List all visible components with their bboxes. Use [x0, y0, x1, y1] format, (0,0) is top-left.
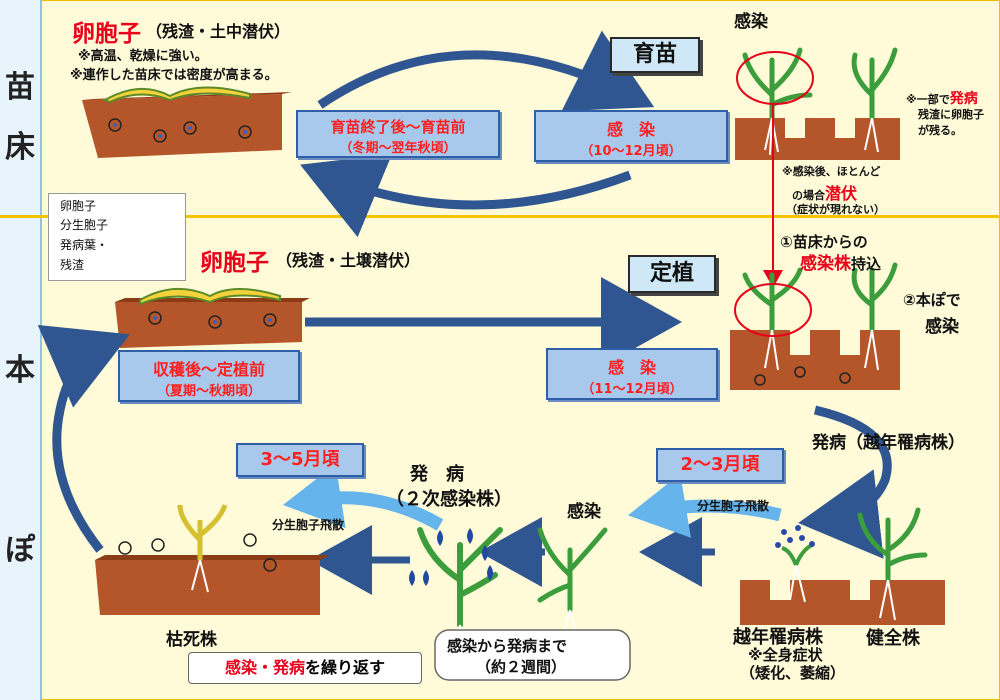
arrow-overwinter — [798, 405, 892, 559]
nursery-period-line1: 育苗終了後～育苗前 — [330, 118, 466, 136]
stage-ikubyo: 育苗 — [610, 37, 700, 73]
secondary-plant — [409, 527, 503, 661]
honpo-infect-line1: ②本ぽで — [903, 291, 961, 309]
harvest-period-box: 収穫後～定植前 （夏期～秋期頃） — [118, 350, 300, 402]
mid-infection-label: 感染 — [567, 502, 601, 522]
dispersal-arrow-right — [627, 473, 782, 538]
nursery-infect-line1: 感 染 — [606, 120, 655, 139]
nursery-side-note-line2: 残渣に卵胞子 — [918, 108, 984, 121]
side-note-pre: ※一部で — [906, 93, 950, 106]
field-label-bg — [0, 218, 42, 700]
field-infect-line1: 感 染 — [607, 358, 656, 377]
field-infect-box: 感 染 （11～12月頃） — [546, 348, 718, 400]
nursery-seedbed — [735, 47, 900, 160]
nursery-note-1: ※高温、乾燥に強い。 — [78, 49, 208, 64]
nursery-side-note-line1: ※一部で発病 — [906, 88, 978, 108]
legend-label-oospore: 卵胞子 — [60, 199, 97, 213]
repeat-post: を繰り返す — [305, 658, 386, 677]
nursery-side-note-line3: が残る。 — [918, 124, 962, 137]
dispersal-label-right: 分生胞子飛散 — [697, 499, 770, 513]
overwinter-onset-label: 発病（越年罹病株） — [812, 433, 965, 453]
dispersal-label-left: 分生胞子飛散 — [272, 518, 345, 532]
field-soil-residue — [115, 287, 310, 348]
latent-note-pre: の場合 — [792, 189, 825, 202]
withered-plant — [95, 504, 330, 615]
systemic-line2: （矮化、萎縮） — [740, 664, 846, 682]
field-spore-title: 卵胞子 — [200, 250, 269, 276]
nursery-soil-residue — [82, 86, 292, 158]
nursery-infect-box: 感 染 （10～12月頃） — [534, 110, 728, 162]
month-box-3-5: 3～5月頃 — [236, 443, 364, 477]
latent-note-2: の場合潜伏 — [792, 180, 857, 204]
transfer-post: 持込 — [851, 255, 882, 273]
infected-plant-middle — [537, 527, 608, 643]
nursery-period-line2: （冬期～翌年秋頃） — [339, 141, 457, 156]
field-spore-sub: （残渣・土壌潜伏） — [276, 251, 421, 270]
harvest-period-line1: 収穫後～定植前 — [152, 360, 265, 379]
stage-teishoku: 定植 — [628, 255, 716, 293]
dispersal-arrow-left — [282, 463, 444, 531]
overwinter-plant-label: 越年罹病株 — [733, 627, 823, 648]
period-line2: （約２週間） — [476, 658, 567, 676]
latent-note-red: 潜伏 — [825, 184, 858, 203]
section-divider — [0, 215, 1000, 218]
cycle-arrow-bottom — [300, 154, 632, 238]
nursery-label-char2: 床 — [5, 130, 35, 165]
secondary-onset-line1: 発 病 — [410, 464, 464, 485]
legend-label-residue-b: 残渣 — [60, 258, 85, 272]
nursery-period-box: 育苗終了後～育苗前 （冬期～翌年秋頃） — [296, 110, 500, 158]
cycle-arrow-top — [317, 30, 655, 112]
nursery-label-bg — [0, 0, 42, 215]
latent-note-3: （症状が現れない） — [786, 203, 885, 216]
transfer-line1: ①苗床からの — [780, 233, 868, 251]
systemic-line1: ※全身症状 — [748, 646, 823, 664]
repeat-red: 感染・発病 — [224, 658, 305, 677]
month-box-2-3: 2～3月頃 — [656, 448, 784, 482]
arrow-return-up — [37, 324, 130, 553]
latent-note-1: ※感染後、ほとんど — [782, 165, 881, 178]
legend-label-conidia: 分生胞子 — [60, 218, 109, 232]
legend-box — [48, 193, 186, 281]
period-line1: 感染から発病まで — [447, 637, 568, 655]
dead-plant-label: 枯死株 — [166, 630, 217, 650]
secondary-onset-line2: （２次感染株） — [386, 489, 512, 510]
field-label-char1: 本 — [5, 353, 35, 388]
side-note-red: 発病 — [949, 91, 978, 107]
healthy-plant-label: 健全株 — [866, 628, 920, 649]
field-planted — [730, 262, 900, 390]
nursery-infection-label: 感染 — [734, 12, 768, 32]
period-box — [434, 629, 631, 681]
repeat-box: 感染・発病を繰り返す — [188, 652, 422, 684]
field-overwinter — [740, 507, 945, 625]
transfer-line2: 感染株持込 — [800, 249, 881, 274]
nursery-label-char1: 苗 — [5, 70, 35, 105]
honpo-infect-line2: 感染 — [925, 317, 959, 337]
nursery-spore-title: 卵胞子 — [72, 21, 141, 47]
field-infect-line2: （11～12月頃） — [581, 382, 683, 397]
harvest-period-line2: （夏期～秋期頃） — [156, 384, 261, 399]
nursery-infect-line2: （10～12月頃） — [580, 144, 682, 159]
transfer-red: 感染株 — [800, 254, 851, 274]
nursery-note-2: ※連作した苗床では密度が高まる。 — [70, 68, 278, 83]
legend-label-residue-a: 発病葉・ — [60, 238, 109, 252]
field-label-char2: ぽ — [5, 533, 35, 568]
nursery-spore-sub: （残渣・土中潜伏） — [146, 22, 291, 41]
